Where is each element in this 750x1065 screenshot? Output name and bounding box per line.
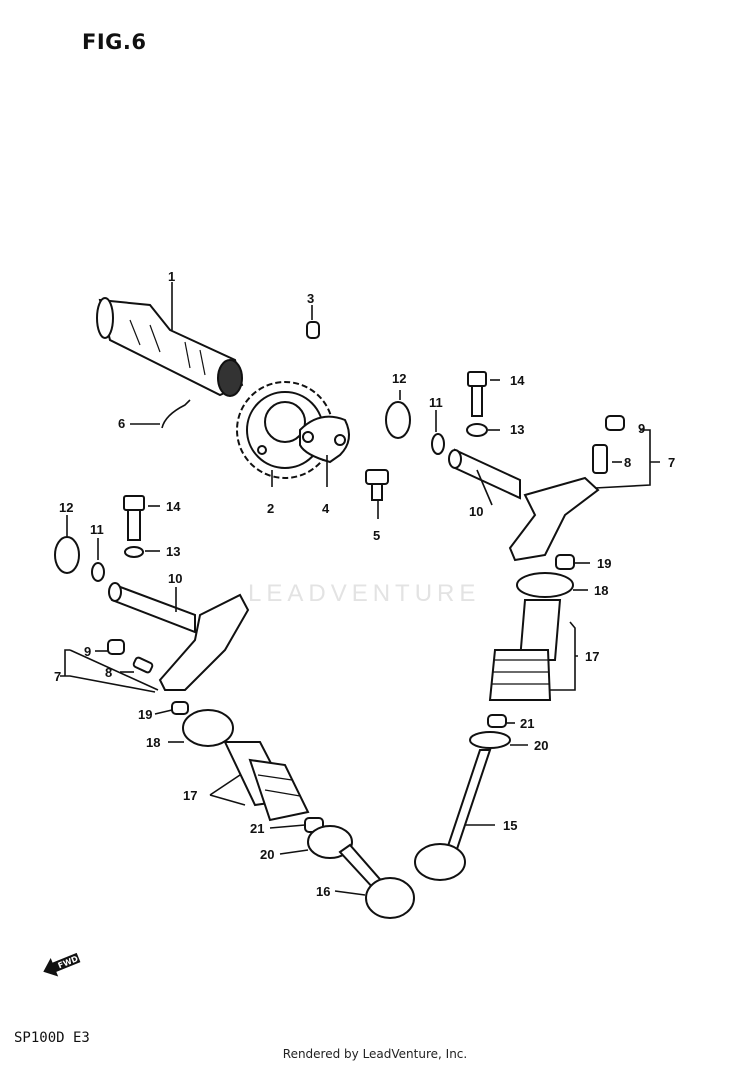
watermark: LEADVENTURE <box>248 580 481 607</box>
callout-20-right: 20 <box>534 738 548 753</box>
callout-17-right: 17 <box>585 649 599 664</box>
figure-title: FIG.6 <box>82 30 147 54</box>
callout-5: 5 <box>373 528 380 543</box>
callout-9-left: 9 <box>84 644 91 659</box>
callout-4: 4 <box>322 501 330 516</box>
callout-19-left: 19 <box>138 707 152 722</box>
sprocket-bolt-drawing <box>365 469 389 501</box>
callout-2: 2 <box>267 501 274 516</box>
callout-1: 1 <box>168 269 175 284</box>
camshaft-drawing <box>96 297 244 397</box>
callout-16: 16 <box>316 884 330 899</box>
callout-20-left: 20 <box>260 847 274 862</box>
forward-arrow-label: FWD <box>57 954 80 970</box>
callout-11-right: 11 <box>429 395 443 410</box>
clip-drawing <box>161 399 191 429</box>
callout-8-left: 8 <box>105 665 112 680</box>
forward-arrow-icon: FWD <box>43 952 81 977</box>
callout-21-left: 21 <box>250 821 264 836</box>
footer-credit: Rendered by LeadVenture, Inc. <box>282 1047 468 1061</box>
callout-11-left: 11 <box>90 522 104 537</box>
callout-18-right: 18 <box>594 583 608 598</box>
right-valve-drawing <box>414 554 575 881</box>
callout-8-right: 8 <box>624 455 631 470</box>
callout-13-right: 13 <box>510 422 524 437</box>
callout-17-left: 17 <box>183 788 197 803</box>
right-rocker-assembly-drawing <box>385 371 625 562</box>
callout-12-left: 12 <box>59 500 73 515</box>
model-code: SP100D E3 <box>14 1030 90 1046</box>
callout-7-left: 7 <box>54 669 61 684</box>
callout-6: 6 <box>118 416 125 431</box>
plate-drawing <box>299 415 350 464</box>
callout-labels: 1 2 3 4 5 6 7 8 9 10 11 12 13 14 15 17 1… <box>54 269 675 899</box>
leader-lines <box>60 282 660 896</box>
left-rocker-assembly-drawing <box>54 495 250 691</box>
callout-18-left: 18 <box>146 735 160 750</box>
callout-13-left: 13 <box>166 544 180 559</box>
callout-14-right: 14 <box>510 373 525 388</box>
dowel-pin-drawing <box>306 321 320 339</box>
callout-21-right: 21 <box>520 716 534 731</box>
callout-7-right: 7 <box>668 455 675 470</box>
callout-10-left: 10 <box>168 571 182 586</box>
callout-19-right: 19 <box>597 556 611 571</box>
callout-15: 15 <box>503 818 517 833</box>
callout-12-right: 12 <box>392 371 406 386</box>
callout-3: 3 <box>307 291 314 306</box>
callout-10-right: 10 <box>469 504 483 519</box>
callout-9-right: 9 <box>638 421 645 436</box>
left-valve-drawing <box>171 701 415 919</box>
callout-14-left: 14 <box>166 499 181 514</box>
